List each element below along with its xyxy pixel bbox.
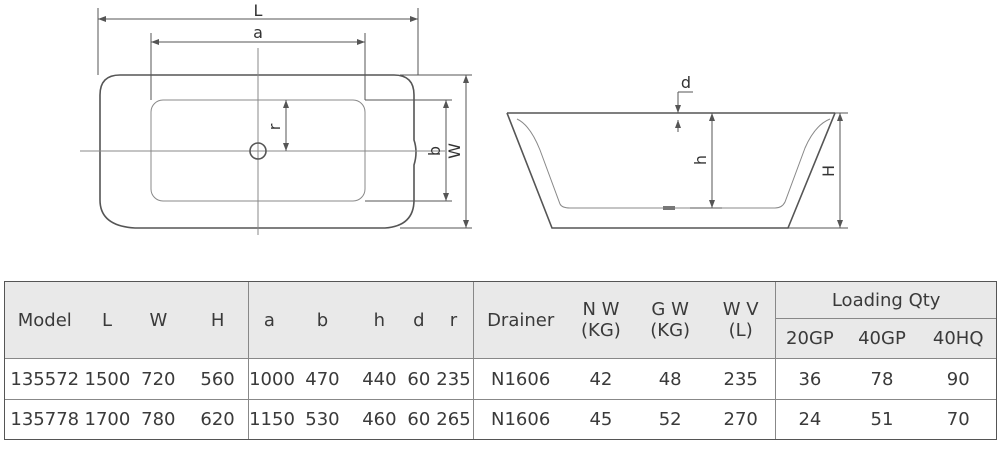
cell-b: 470 [289,358,356,400]
cell-nw: 42 [567,358,635,400]
header-wv-line1: W V [722,299,759,320]
header-gw-line2: (KG) [650,320,691,341]
header-h: h [355,281,404,359]
cell-H: 560 [187,358,249,400]
header-W: W [129,281,188,359]
cell-40gp: 51 [843,399,921,440]
bathtub-technical-drawing: L a r b W [80,1,848,235]
dim-label-H: H [819,165,838,177]
dim-label-L: L [254,1,263,20]
cell-L: 1700 [84,399,130,440]
cell-L: 1500 [84,358,130,400]
header-nw: N W (KG) [567,281,635,359]
header-H: H [187,281,249,359]
top-view: L a r b W [80,1,472,235]
header-d: d [403,281,435,359]
dim-label-a: a [253,23,263,42]
cell-model: 135572 [4,358,85,400]
cell-b: 530 [289,399,356,440]
dim-label-W: W [445,143,464,159]
cell-a: 1000 [248,358,295,400]
header-wv-line2: (L) [728,320,753,341]
cell-drainer: N1606 [472,358,568,400]
dim-label-h: h [691,155,710,165]
header-row: Model L W H a b h d r Drainer N W (KG) G… [4,281,997,359]
cell-nw: 45 [567,399,635,440]
header-L: L [84,281,130,359]
header-40gp: 40GP [843,318,921,359]
specification-table: Model L W H a b h d r Drainer N W (KG) G… [4,281,998,440]
header-subrow: 20GP 40GP 40HQ [5,318,998,359]
header-gw-line1: G W [651,299,689,320]
header-40hq: 40HQ [920,318,998,359]
header-loading-qty: Loading Qty [775,281,997,319]
dim-label-r: r [265,123,284,130]
header-model: Model [4,281,85,359]
cell-d: 60 [403,399,435,440]
cell-40hq: 70 [920,399,998,440]
header-20gp: 20GP [775,318,844,359]
cell-20gp: 24 [775,399,844,440]
header-b: b [289,281,356,359]
cell-h: 460 [355,399,404,440]
cell-r: 265 [434,399,474,440]
table-row: 135778 1700 780 620 1150 530 460 60 265 … [4,399,998,440]
cell-gw: 52 [634,399,707,440]
cell-h: 440 [355,358,404,400]
table-row: 135572 1500 720 560 1000 470 440 60 235 … [4,358,998,400]
dim-label-d: d [681,73,691,92]
side-view: d h H [506,73,848,229]
cell-drainer: N1606 [472,399,568,440]
cell-40hq: 90 [920,358,998,400]
cell-40gp: 78 [843,358,921,400]
cell-d: 60 [403,358,435,400]
header-nw-line1: N W [582,299,620,320]
cell-model: 135778 [4,399,85,440]
cell-wv: 235 [706,358,776,400]
cell-H: 620 [187,399,249,440]
header-nw-line2: (KG) [581,320,621,341]
cell-20gp: 36 [775,358,844,400]
cell-wv: 270 [706,399,776,440]
header-wv: W V (L) [706,281,776,359]
cell-a: 1150 [248,399,295,440]
header-r: r [434,281,474,359]
cell-gw: 48 [634,358,707,400]
header-drainer: Drainer [472,281,568,359]
cell-W: 780 [129,399,188,440]
cell-r: 235 [434,358,474,400]
header-a: a [248,281,290,359]
header-gw: G W (KG) [634,281,707,359]
dim-label-b: b [425,146,444,156]
cell-W: 720 [129,358,188,400]
